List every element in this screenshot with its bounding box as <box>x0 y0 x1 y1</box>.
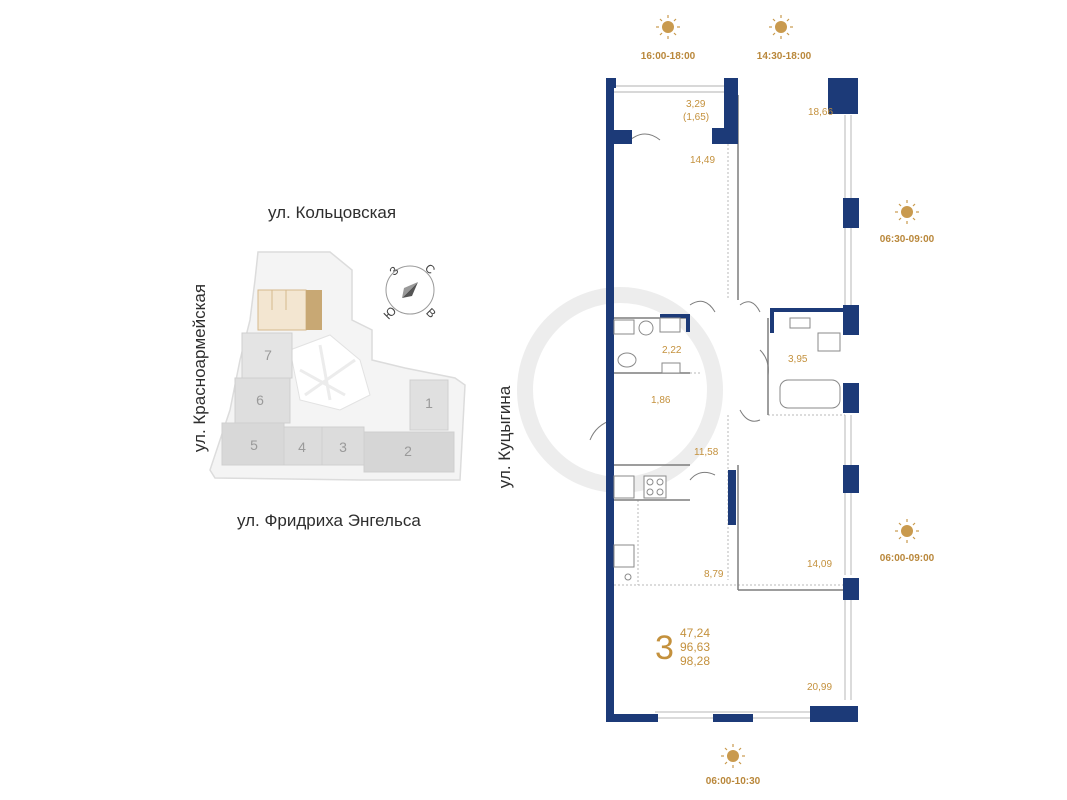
door-arc <box>689 300 716 313</box>
sun-icon <box>895 200 919 224</box>
washing-machine-icon <box>638 320 654 336</box>
section-6 <box>234 377 291 424</box>
wall <box>686 314 690 332</box>
bathtub-icon <box>779 379 841 409</box>
wall <box>770 308 774 333</box>
room-area-balcony-reduced: (1,65) <box>683 112 710 123</box>
sun-time-label: 14:30-18:00 <box>756 51 812 62</box>
section-3 <box>321 426 365 466</box>
wall <box>810 706 858 722</box>
section-label: 5 <box>250 437 258 453</box>
wall <box>728 470 736 525</box>
fridge-icon <box>613 544 635 568</box>
wall <box>843 383 859 413</box>
street-south: ул. Фридриха Энгельса <box>237 511 421 530</box>
total-area: 96,63 <box>680 640 711 654</box>
wall <box>770 308 845 312</box>
current-building <box>257 289 307 331</box>
wall <box>712 128 738 144</box>
room-area-hall: 11,58 <box>694 447 719 458</box>
sun-icon <box>721 744 745 768</box>
room-area-bathroom: 2,22 <box>662 345 682 356</box>
wall <box>843 578 859 600</box>
toilet-icon <box>617 352 637 368</box>
wall <box>828 78 858 114</box>
section-5 <box>221 422 285 466</box>
section-2 <box>363 431 455 473</box>
section-label: 4 <box>298 439 306 455</box>
room-area-bedroom: 14,09 <box>807 559 833 570</box>
apartment-totals: 47,24 96,63 98,28 <box>680 626 710 668</box>
wall <box>660 314 690 318</box>
wall <box>843 465 859 493</box>
sun-time-label: 06:30-09:00 <box>879 234 935 245</box>
sun-icon <box>656 15 680 39</box>
wall <box>606 78 614 718</box>
section-7 <box>241 332 293 379</box>
street-north: ул. Кольцовская <box>268 203 397 222</box>
section-label: 6 <box>256 392 264 408</box>
sink-icon <box>613 319 635 335</box>
sun-icon <box>895 519 919 543</box>
room-area-living-room: 20,99 <box>807 682 833 693</box>
room-area-kitchen: 8,79 <box>704 569 724 580</box>
section-label: 3 <box>339 439 347 455</box>
section-1 <box>409 379 449 431</box>
sun-icon <box>769 15 793 39</box>
room-area-bathroom: 3,95 <box>788 354 808 365</box>
section-label: 2 <box>404 443 412 459</box>
wall <box>724 78 738 144</box>
door-arc <box>759 349 769 376</box>
wall <box>713 714 753 722</box>
total-area-with-balcony: 98,28 <box>680 654 711 668</box>
current-section <box>306 290 322 330</box>
sun-time-label: 06:00-10:30 <box>705 776 761 787</box>
door-arc <box>689 471 716 481</box>
room-area-balcony: 3,29 <box>686 99 706 110</box>
rooms-count: 3 <box>655 629 674 667</box>
room-area-corridor: 1,86 <box>651 395 671 406</box>
door-arc <box>739 409 761 422</box>
section-4 <box>283 426 323 466</box>
wall <box>606 78 616 88</box>
wall <box>843 198 859 228</box>
door-arc <box>739 301 761 313</box>
site-plan: 7 6 5 4 3 2 1 З С Ю В <box>209 251 466 481</box>
section-label: 7 <box>264 347 272 363</box>
sink-icon <box>817 332 841 352</box>
sun-time-label: 16:00-18:00 <box>640 51 696 62</box>
wall <box>612 130 632 144</box>
living-area: 47,24 <box>680 626 711 640</box>
room-area-bedroom: 14,49 <box>690 155 716 166</box>
wall <box>843 305 859 335</box>
wall <box>606 714 658 722</box>
room-area-bedroom: 18,66 <box>808 107 834 118</box>
kitchen-sink-icon <box>613 475 635 499</box>
door-arc <box>629 133 661 141</box>
sun-time-label: 06:00-09:00 <box>879 553 935 564</box>
section-label: 1 <box>425 395 433 411</box>
